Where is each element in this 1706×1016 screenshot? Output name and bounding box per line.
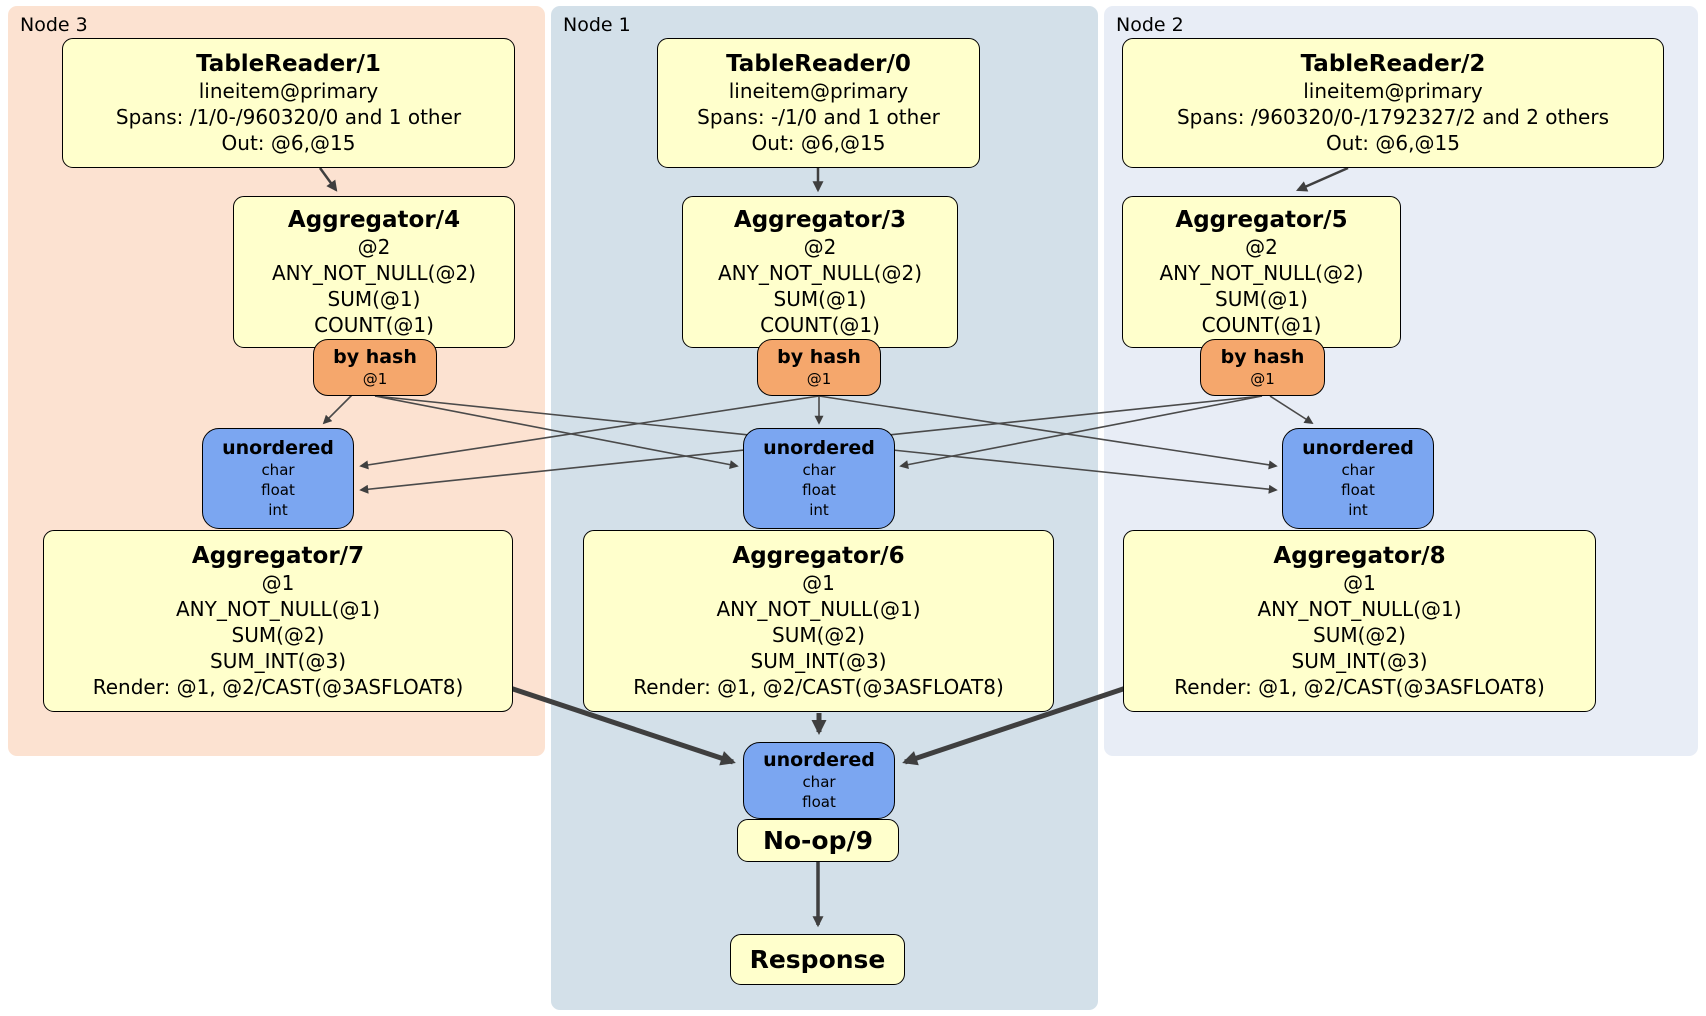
router-title: unordered [763, 749, 875, 771]
processor-title: Aggregator/4 [287, 207, 461, 233]
processor-title: No-op/9 [762, 825, 874, 855]
router-title: by hash [1220, 346, 1305, 368]
router-line: char [261, 461, 295, 479]
processor-title: TableReader/2 [1300, 51, 1486, 77]
processor-line: SUM(@2) [1313, 623, 1406, 647]
router-line: int [809, 501, 829, 519]
processor-line: Render: @1, @2/CAST(@3ASFLOAT8) [633, 675, 1004, 699]
processor-aggregator-8: Aggregator/8 @1 ANY_NOT_NULL(@1) SUM(@2)… [1123, 530, 1596, 712]
processor-line: Out: @6,@15 [751, 131, 886, 155]
router-line: int [268, 501, 288, 519]
router-by-hash-node3: by hash @1 [313, 339, 437, 396]
processor-aggregator-5: Aggregator/5 @2 ANY_NOT_NULL(@2) SUM(@1)… [1122, 196, 1401, 348]
processor-line: Spans: /1/0-/960320/0 and 1 other [115, 105, 462, 129]
processor-line: ANY_NOT_NULL(@2) [1159, 261, 1364, 285]
processor-title: Aggregator/6 [732, 543, 905, 569]
router-title: unordered [1302, 437, 1414, 459]
panel-label: Node 2 [1116, 14, 1184, 36]
processor-title: Aggregator/8 [1273, 543, 1446, 569]
processor-title: Aggregator/5 [1175, 207, 1348, 233]
processor-tablereader-2: TableReader/2 lineitem@primary Spans: /9… [1122, 38, 1664, 168]
sync-unordered-node1: unordered char float int [743, 428, 895, 529]
processor-line: Out: @6,@15 [1326, 131, 1460, 155]
processor-tablereader-0: TableReader/0 lineitem@primary Spans: -/… [657, 38, 980, 168]
router-line: char [802, 461, 836, 479]
router-line: float [1341, 481, 1375, 499]
sync-unordered-node3: unordered char float int [202, 428, 354, 529]
processor-line: SUM(@1) [1215, 287, 1308, 311]
router-by-hash-node1: by hash @1 [757, 339, 881, 396]
processor-line: @1 [1343, 571, 1376, 595]
processor-line: ANY_NOT_NULL(@2) [718, 261, 922, 285]
processor-line: ANY_NOT_NULL(@1) [176, 597, 380, 621]
processor-line: @1 [802, 571, 835, 595]
processor-aggregator-3: Aggregator/3 @2 ANY_NOT_NULL(@2) SUM(@1)… [682, 196, 958, 348]
processor-line: ANY_NOT_NULL(@1) [1257, 597, 1462, 621]
processor-aggregator-4: Aggregator/4 @2 ANY_NOT_NULL(@2) SUM(@1)… [233, 196, 515, 348]
processor-line: @2 [357, 235, 391, 259]
panel-label: Node 1 [563, 14, 631, 36]
router-line: float [261, 481, 295, 499]
processor-title: TableReader/1 [196, 51, 381, 77]
router-line: float [802, 793, 836, 811]
processor-line: Spans: /960320/0-/1792327/2 and 2 others [1176, 105, 1609, 129]
processor-line: ANY_NOT_NULL(@1) [716, 597, 921, 621]
processor-line: SUM(@2) [231, 623, 325, 647]
panel-label: Node 3 [20, 14, 88, 36]
processor-response: Response [730, 934, 905, 985]
router-line: float [802, 481, 836, 499]
processor-line: COUNT(@1) [760, 313, 880, 337]
processor-line: @2 [1245, 235, 1278, 259]
processor-line: SUM_INT(@3) [1291, 649, 1428, 673]
processor-line: COUNT(@1) [314, 313, 434, 337]
processor-line: @2 [803, 235, 837, 259]
processor-line: SUM(@2) [772, 623, 865, 647]
processor-title: Aggregator/3 [733, 207, 907, 233]
processor-line: SUM_INT(@3) [210, 649, 346, 673]
processor-line: lineitem@primary [198, 79, 379, 103]
router-line: @1 [1250, 370, 1275, 388]
router-title: by hash [333, 346, 417, 368]
router-by-hash-node2: by hash @1 [1200, 339, 1325, 396]
processor-line: Out: @6,@15 [221, 131, 356, 155]
processor-line: SUM_INT(@3) [750, 649, 887, 673]
processor-title: Response [749, 944, 886, 974]
processor-line: COUNT(@1) [1201, 313, 1322, 337]
processor-line: Spans: -/1/0 and 1 other [697, 105, 940, 129]
processor-line: @1 [261, 571, 295, 595]
processor-aggregator-6: Aggregator/6 @1 ANY_NOT_NULL(@1) SUM(@2)… [583, 530, 1054, 712]
router-title: unordered [763, 437, 875, 459]
router-line: @1 [362, 370, 388, 388]
processor-line: SUM(@1) [327, 287, 421, 311]
router-line: int [1348, 501, 1368, 519]
router-line: char [1341, 461, 1375, 479]
processor-title: TableReader/0 [726, 51, 911, 77]
processor-line: ANY_NOT_NULL(@2) [272, 261, 476, 285]
router-title: unordered [222, 437, 334, 459]
router-line: @1 [806, 370, 832, 388]
processor-title: Aggregator/7 [191, 543, 365, 569]
router-line: char [802, 773, 836, 791]
router-title: by hash [777, 346, 861, 368]
processor-tablereader-1: TableReader/1 lineitem@primary Spans: /1… [62, 38, 515, 168]
sync-unordered-node2: unordered char float int [1282, 428, 1434, 529]
processor-line: Render: @1, @2/CAST(@3ASFLOAT8) [92, 675, 464, 699]
processor-line: lineitem@primary [728, 79, 909, 103]
processor-aggregator-7: Aggregator/7 @1 ANY_NOT_NULL(@1) SUM(@2)… [43, 530, 513, 712]
processor-line: Render: @1, @2/CAST(@3ASFLOAT8) [1174, 675, 1545, 699]
processor-line: SUM(@1) [773, 287, 867, 311]
processor-line: lineitem@primary [1303, 79, 1483, 103]
sync-unordered-final: unordered char float [743, 742, 895, 819]
processor-noop-9: No-op/9 [737, 819, 899, 862]
